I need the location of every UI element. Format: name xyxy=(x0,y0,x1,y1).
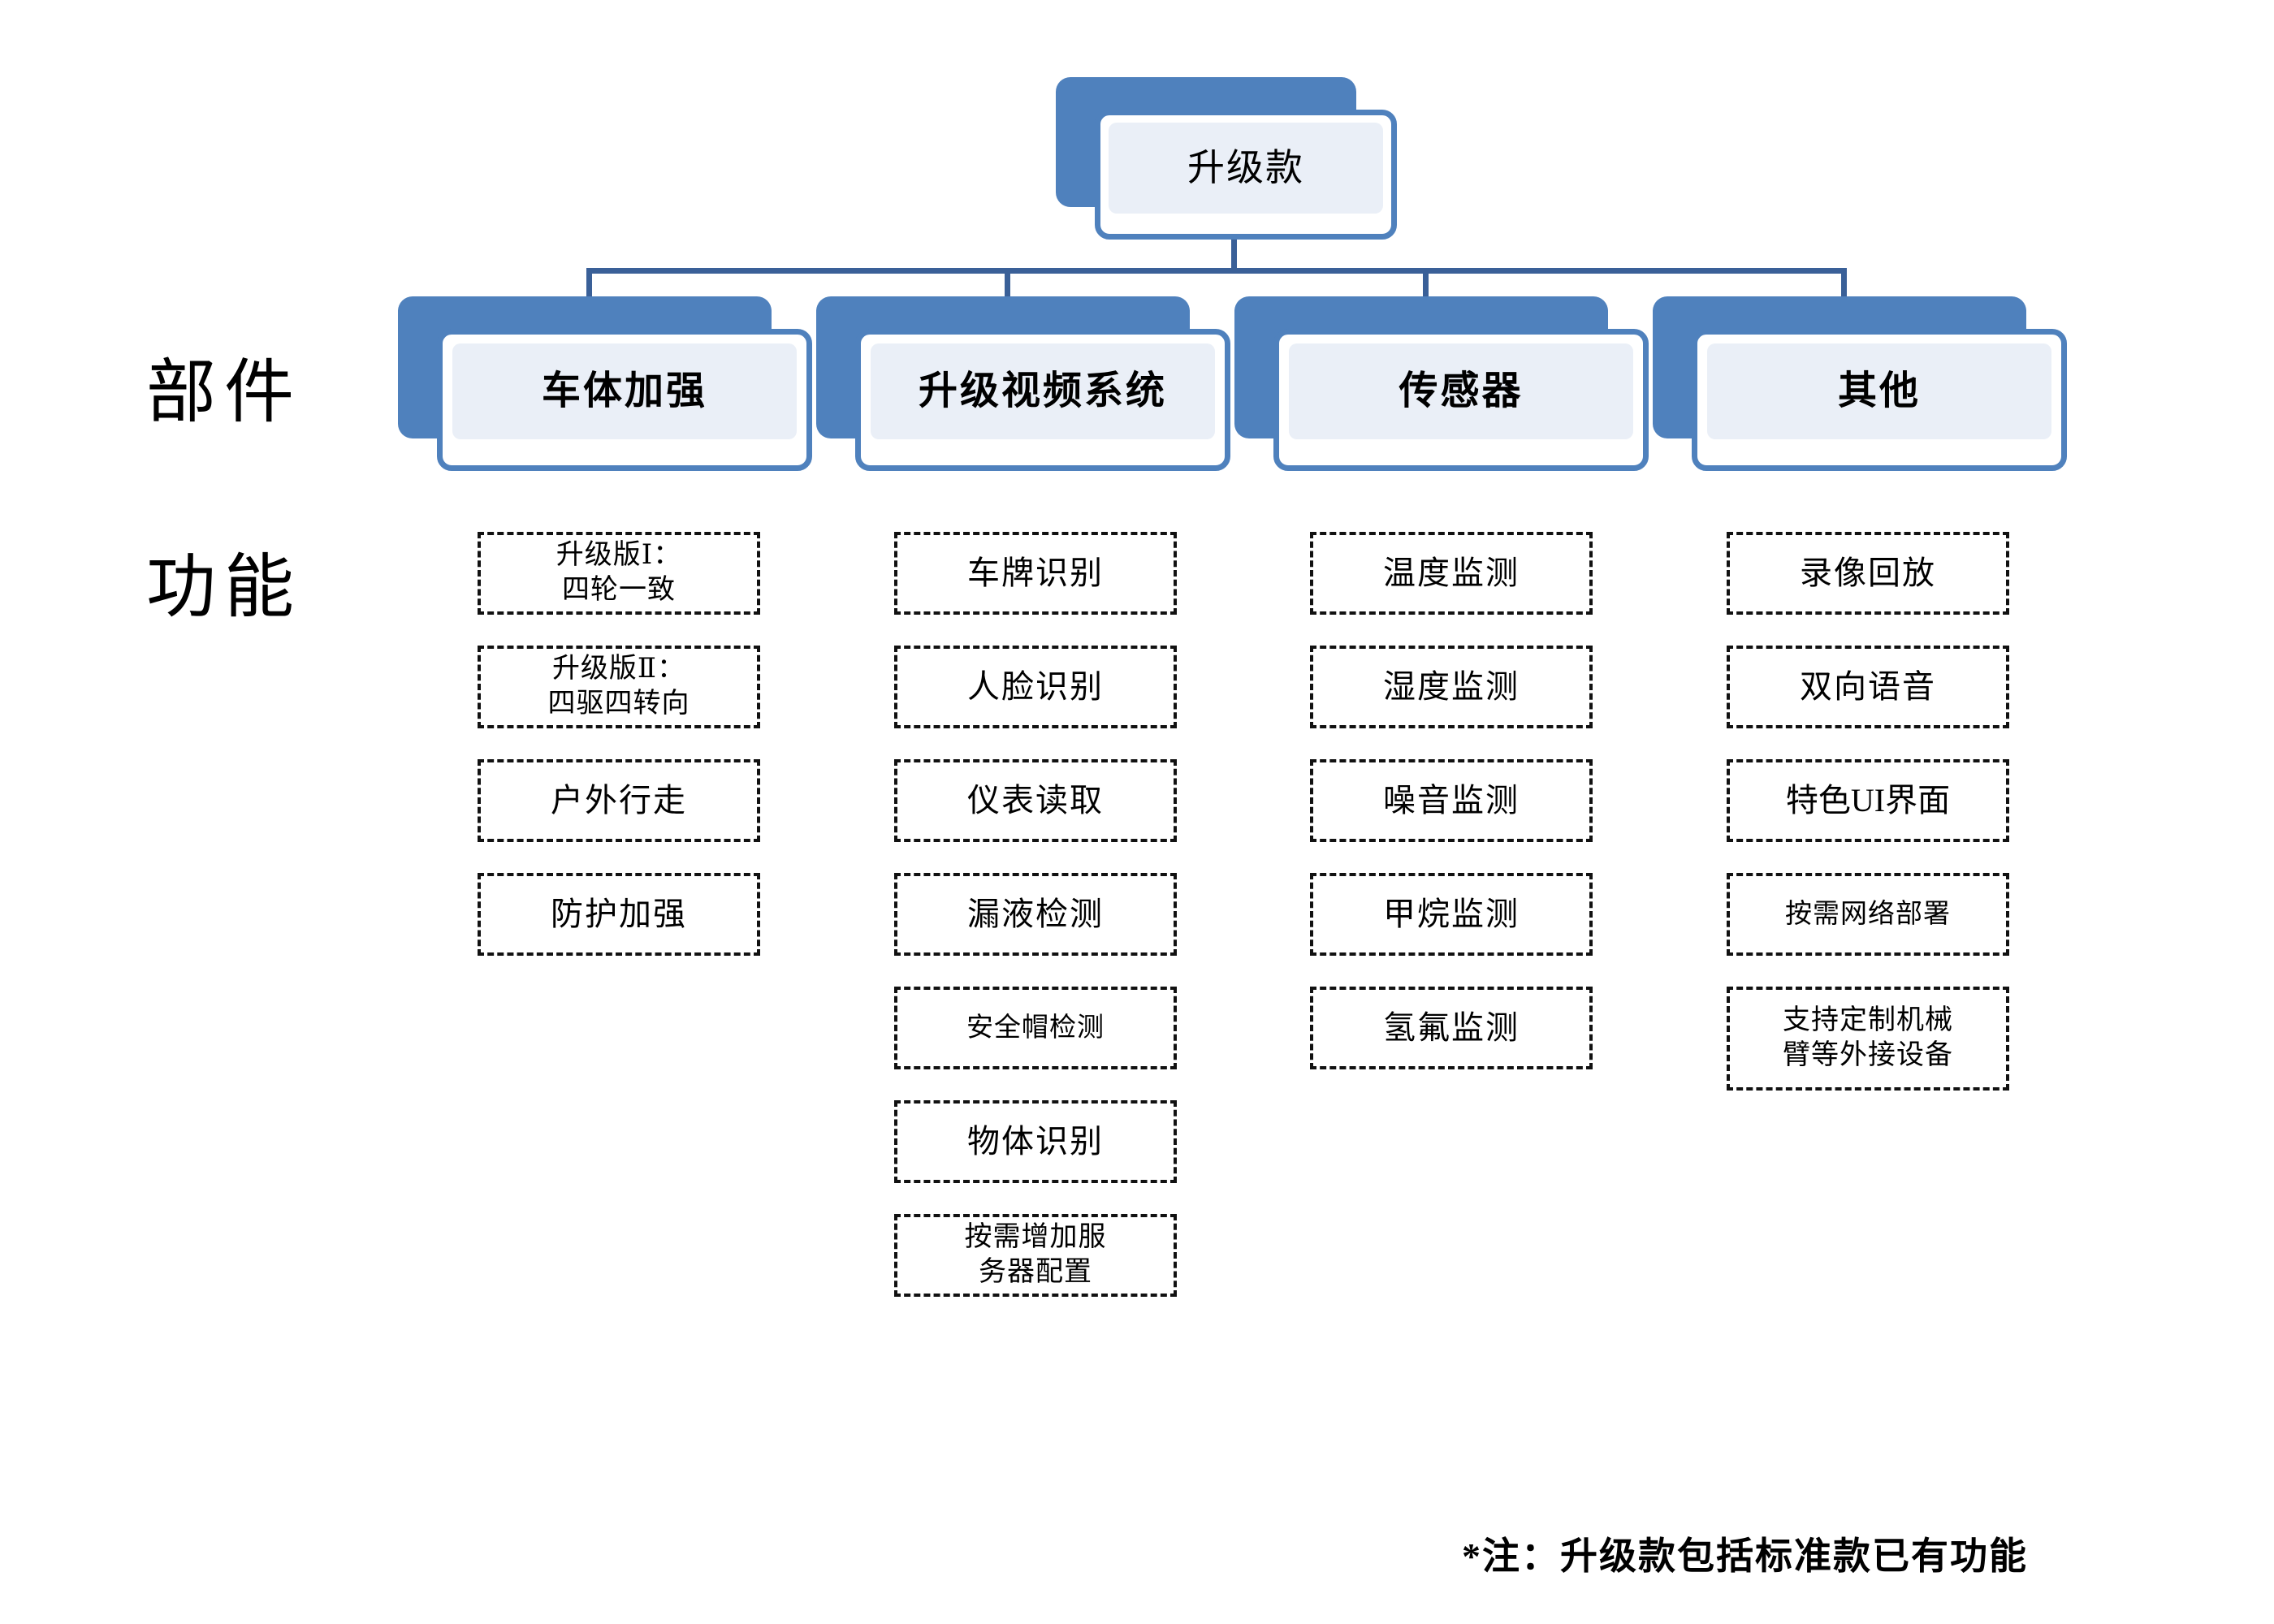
function-box-label: 仪表读取 xyxy=(967,782,1104,819)
function-box[interactable]: 按需网络部署 xyxy=(1727,873,2009,956)
function-box[interactable]: 升级版Ⅱ： 四驱四转向 xyxy=(478,646,760,728)
function-box[interactable]: 安全帽检测 xyxy=(894,987,1177,1069)
function-column-others: 录像回放双向语音特色UI界面按需网络部署支持定制机械 臂等外接设备 xyxy=(1727,532,2009,1121)
function-box-label: 按需网络部署 xyxy=(1785,899,1951,929)
function-box[interactable]: 车牌识别 xyxy=(894,532,1177,615)
function-box-label: 特色UI界面 xyxy=(1785,782,1951,819)
function-box[interactable]: 特色UI界面 xyxy=(1727,759,2009,842)
footnote-note: *注：升级款包括标准款已有功能 xyxy=(1462,1535,2028,1577)
root-node[interactable]: 升级款 xyxy=(1056,77,1397,240)
connector-root-stem xyxy=(1231,240,1237,274)
category-node-label: 其他 xyxy=(1837,369,1921,412)
function-box-label: 甲烷监测 xyxy=(1383,896,1520,933)
category-node-video-system[interactable]: 升级视频系统 xyxy=(816,296,1230,471)
function-box-label: 安全帽检测 xyxy=(966,1013,1105,1043)
category-node-inner: 升级视频系统 xyxy=(871,343,1215,439)
function-box-label: 支持定制机械 臂等外接设备 xyxy=(1783,1005,1953,1070)
connector-drop-0 xyxy=(586,268,592,302)
function-column-video-system: 车牌识别人脸识别仪表读取漏液检测安全帽检测物体识别按需增加服 务器配置 xyxy=(894,532,1177,1328)
function-box[interactable]: 支持定制机械 臂等外接设备 xyxy=(1727,987,2009,1091)
function-box-label: 按需增加服 务器配置 xyxy=(964,1222,1107,1287)
category-node-front: 车体加强 xyxy=(437,329,812,471)
function-box-label: 双向语音 xyxy=(1800,668,1936,706)
connector-drop-2 xyxy=(1423,268,1429,302)
category-node-sensors[interactable]: 传感器 xyxy=(1234,296,1649,471)
function-box[interactable]: 甲烷监测 xyxy=(1310,873,1593,956)
root-node-front: 升级款 xyxy=(1095,110,1397,240)
function-box-label: 湿度监测 xyxy=(1383,668,1520,706)
function-box-label: 车牌识别 xyxy=(967,555,1104,592)
function-box-label: 人脸识别 xyxy=(967,668,1104,706)
function-box-label: 升级版Ⅰ： 四轮一致 xyxy=(556,540,682,605)
function-box[interactable]: 漏液检测 xyxy=(894,873,1177,956)
function-box-label: 物体识别 xyxy=(967,1123,1104,1160)
function-box-label: 噪音监测 xyxy=(1383,782,1520,819)
function-column-body-reinforcement: 升级版Ⅰ： 四轮一致升级版Ⅱ： 四驱四转向户外行走防护加强 xyxy=(478,532,760,987)
function-box[interactable]: 氢氟监测 xyxy=(1310,987,1593,1069)
category-node-front: 传感器 xyxy=(1273,329,1649,471)
function-box-label: 漏液检测 xyxy=(967,896,1104,933)
function-box[interactable]: 按需增加服 务器配置 xyxy=(894,1214,1177,1297)
row-label-components: 部件 xyxy=(146,353,302,431)
function-box[interactable]: 噪音监测 xyxy=(1310,759,1593,842)
category-node-body-reinforcement[interactable]: 车体加强 xyxy=(398,296,812,471)
function-box[interactable]: 温度监测 xyxy=(1310,532,1593,615)
function-box[interactable]: 人脸识别 xyxy=(894,646,1177,728)
function-box-label: 升级版Ⅱ： 四驱四转向 xyxy=(547,654,690,719)
category-node-others[interactable]: 其他 xyxy=(1653,296,2067,471)
connector-drop-1 xyxy=(1005,268,1010,302)
function-box[interactable]: 录像回放 xyxy=(1727,532,2009,615)
category-node-inner: 车体加强 xyxy=(452,343,797,439)
row-label-functions: 功能 xyxy=(146,548,302,626)
function-box-label: 防护加强 xyxy=(551,896,687,933)
category-node-label: 车体加强 xyxy=(541,369,707,412)
root-node-inner: 升级款 xyxy=(1109,123,1383,214)
category-node-inner: 其他 xyxy=(1707,343,2051,439)
function-box[interactable]: 湿度监测 xyxy=(1310,646,1593,728)
function-box-label: 录像回放 xyxy=(1800,555,1936,592)
category-node-front: 其他 xyxy=(1692,329,2067,471)
function-box[interactable]: 仪表读取 xyxy=(894,759,1177,842)
function-box[interactable]: 升级版Ⅰ： 四轮一致 xyxy=(478,532,760,615)
function-box[interactable]: 防护加强 xyxy=(478,873,760,956)
connector-drop-3 xyxy=(1841,268,1847,302)
category-node-label: 传感器 xyxy=(1399,369,1524,412)
category-node-label: 升级视频系统 xyxy=(918,369,1167,412)
function-column-sensors: 温度监测湿度监测噪音监测甲烷监测氢氟监测 xyxy=(1310,532,1593,1100)
function-box-label: 温度监测 xyxy=(1383,555,1520,592)
function-box[interactable]: 双向语音 xyxy=(1727,646,2009,728)
function-box-label: 氢氟监测 xyxy=(1383,1009,1520,1047)
category-node-front: 升级视频系统 xyxy=(855,329,1230,471)
function-box[interactable]: 物体识别 xyxy=(894,1100,1177,1183)
category-node-inner: 传感器 xyxy=(1289,343,1633,439)
function-box-label: 户外行走 xyxy=(551,782,687,819)
function-box[interactable]: 户外行走 xyxy=(478,759,760,842)
connector-horizontal-bus xyxy=(586,268,1847,274)
root-node-label: 升级款 xyxy=(1187,147,1304,188)
